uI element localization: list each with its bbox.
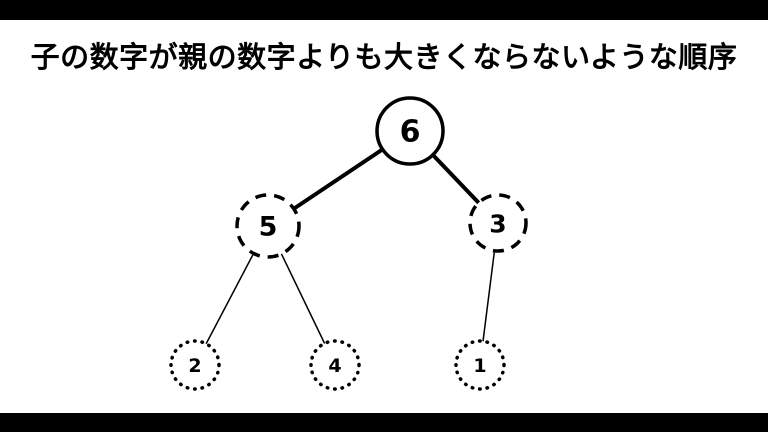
tree-node-6: 6 (375, 96, 445, 166)
node-circle-dotted (169, 339, 221, 391)
node-label: 6 (400, 115, 421, 150)
node-circle-dashed (235, 193, 301, 259)
node-label: 2 (188, 355, 201, 377)
node-circle-dotted (454, 339, 506, 391)
node-label: 1 (473, 355, 486, 377)
top-letterbox-bar (0, 0, 768, 20)
bottom-letterbox-bar (0, 413, 768, 432)
tree-node-1: 1 (454, 339, 506, 391)
node-circle-dashed (468, 193, 528, 253)
tree-node-2: 2 (169, 339, 221, 391)
node-label: 4 (328, 355, 341, 377)
tree-node-5: 5 (235, 193, 301, 259)
tree-node-4: 4 (309, 339, 361, 391)
diagram-title: 子の数字が親の数字よりも大きくならないような順序 (30, 40, 738, 74)
node-label: 3 (489, 210, 506, 239)
node-label: 5 (259, 212, 278, 243)
tree-node-3: 3 (468, 193, 528, 253)
node-circle-solid (375, 96, 445, 166)
tree-edges (194, 129, 500, 366)
tree-nodes: 6 5 3 2 4 1 (169, 96, 528, 391)
node-circle-dotted (309, 339, 361, 391)
